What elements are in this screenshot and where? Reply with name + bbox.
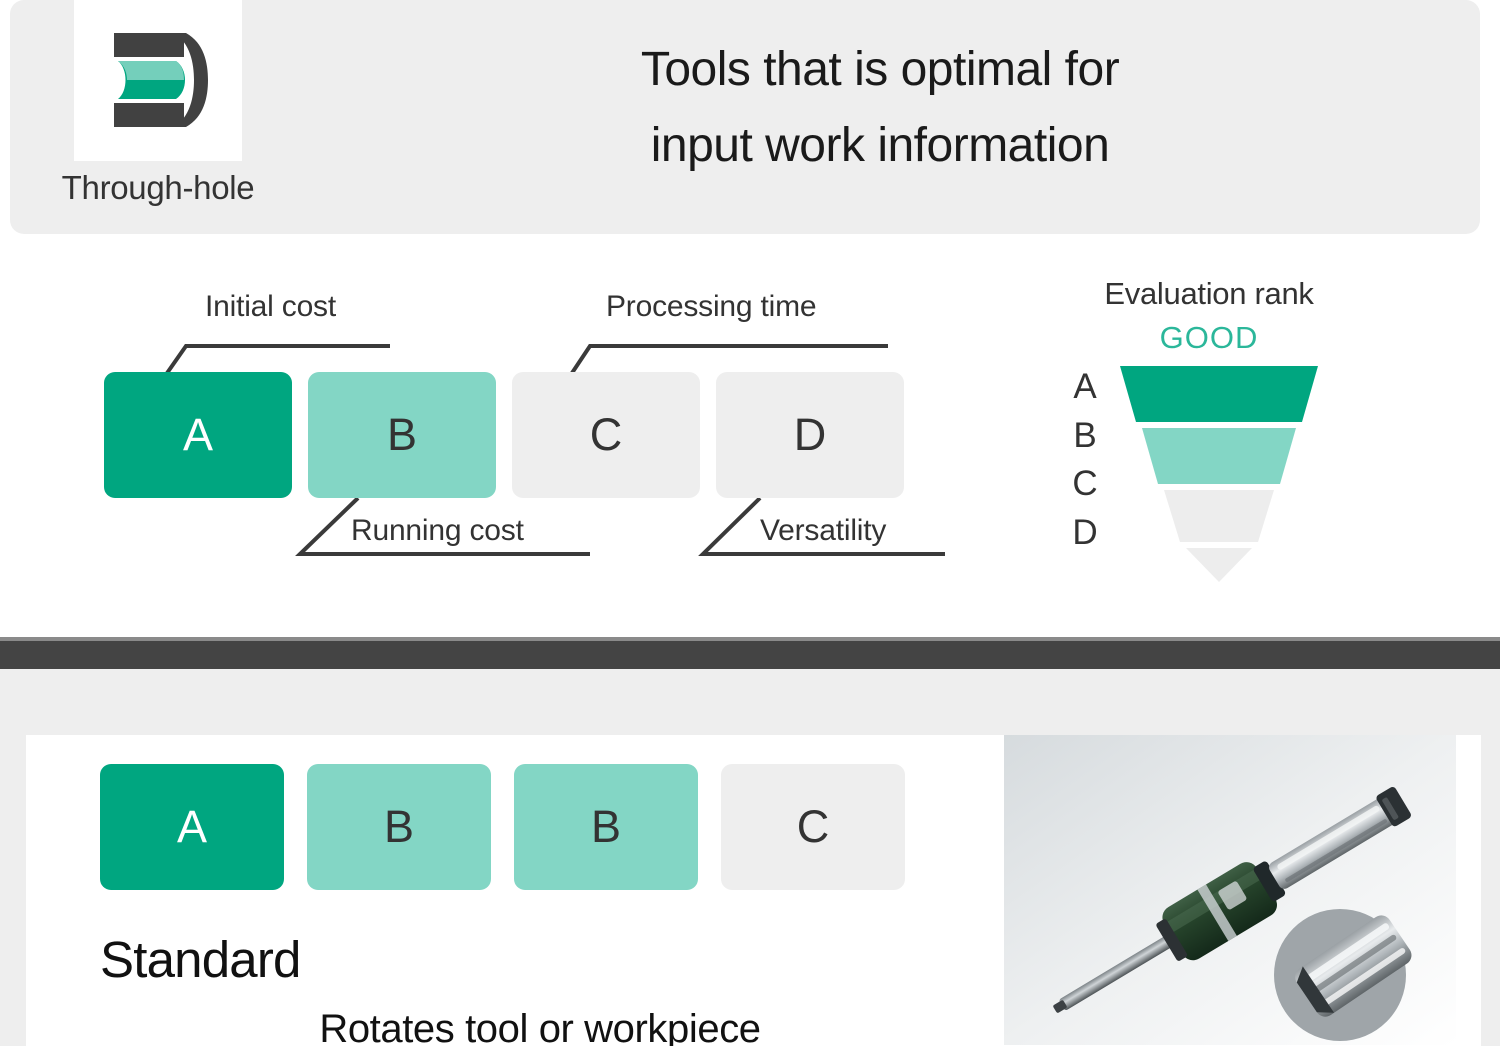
evaluation-rank-funnel-chart bbox=[1120, 366, 1318, 582]
through-hole-icon bbox=[74, 0, 242, 161]
grade-box-b[interactable]: B bbox=[308, 372, 496, 498]
tool-name: Standard bbox=[100, 931, 301, 988]
funnel-segment-b bbox=[1142, 428, 1296, 484]
divider-shadow bbox=[0, 637, 1500, 641]
grade-box-d[interactable]: D bbox=[716, 372, 904, 498]
rank-letter-c: C bbox=[1072, 464, 1098, 503]
through-hole-glyph bbox=[114, 32, 208, 127]
evaluation-rank-title: Evaluation rank bbox=[1104, 276, 1314, 311]
tool-grade-running-cost[interactable]: B bbox=[307, 764, 491, 890]
header-card: Through-hole Tools that is optimal for i… bbox=[10, 0, 1480, 234]
callout-initial-cost: Initial cost bbox=[205, 290, 336, 323]
workpiece-label: Through-hole bbox=[61, 169, 255, 206]
tool-results-area: A B B C Standard Rotates tool or workpie… bbox=[0, 669, 1500, 1046]
grade-box-c[interactable]: C bbox=[512, 372, 700, 498]
rank-letter-a: A bbox=[1073, 367, 1097, 406]
funnel-segment-c bbox=[1164, 490, 1274, 542]
tool-grade-row: A B B C bbox=[100, 764, 905, 890]
funnel-segment-a bbox=[1120, 366, 1318, 422]
tool-grade-processing-time[interactable]: B bbox=[514, 764, 698, 890]
page-title-line1: Tools that is optimal for bbox=[640, 43, 1120, 96]
tool-grade-versatility[interactable]: C bbox=[721, 764, 905, 890]
grade-legend-row: A B C D bbox=[104, 372, 904, 498]
evaluation-rank-letters: A B C D bbox=[1062, 367, 1108, 552]
grade-box-a[interactable]: A bbox=[104, 372, 292, 498]
criteria-legend: Initial cost Processing time Running cos… bbox=[0, 236, 1500, 640]
section-divider bbox=[0, 641, 1500, 669]
page-title-line2: input work information bbox=[650, 118, 1110, 172]
callout-versatility: Versatility bbox=[760, 514, 887, 547]
callout-processing-time: Processing time bbox=[606, 290, 817, 323]
evaluation-rank-good-label: GOOD bbox=[1159, 320, 1259, 355]
tool-grade-initial-cost[interactable]: A bbox=[100, 764, 284, 890]
reamer-tool-photo bbox=[1004, 735, 1456, 1045]
page-title: Tools that is optimal for input work inf… bbox=[440, 32, 1320, 184]
rank-letter-b: B bbox=[1073, 415, 1097, 455]
callout-leader-lines bbox=[163, 344, 945, 556]
reamer-tool-illustration bbox=[1004, 735, 1456, 1045]
funnel-segment-d bbox=[1186, 548, 1252, 582]
tool-description: Rotates tool or workpiece bbox=[319, 1007, 761, 1046]
evaluation-rank-panel: Evaluation rank GOOD A B C D bbox=[1044, 276, 1374, 606]
rank-letter-d: D bbox=[1072, 512, 1098, 552]
workpiece-block: Through-hole bbox=[62, 0, 255, 213]
tool-detail-card[interactable]: A B B C Standard Rotates tool or workpie… bbox=[26, 735, 1481, 1046]
callout-running-cost: Running cost bbox=[351, 514, 524, 547]
